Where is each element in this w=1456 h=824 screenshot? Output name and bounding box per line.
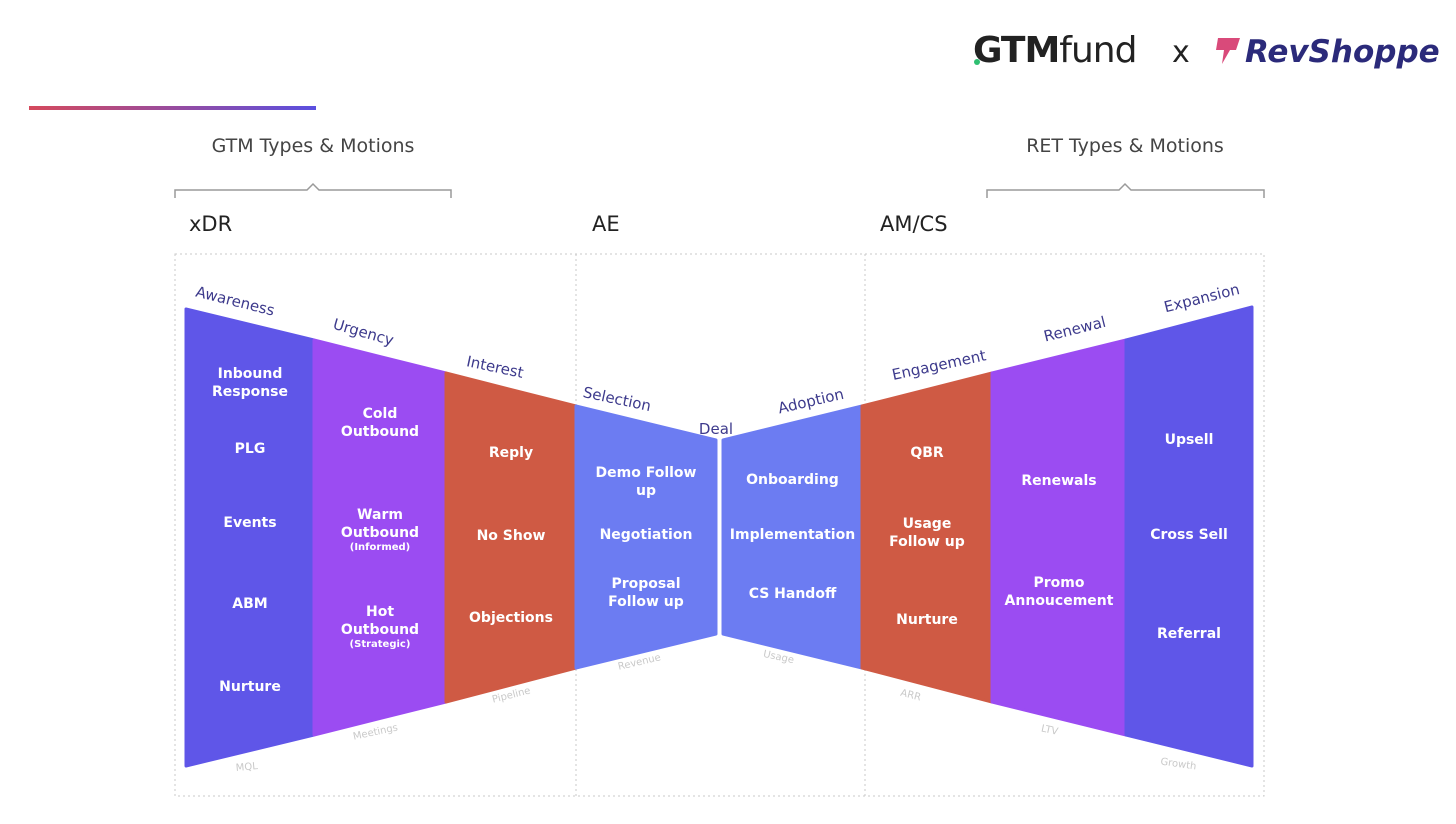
segment-item: Onboarding [746, 472, 839, 488]
stage-label-interest: Interest [465, 352, 525, 382]
stage-label-urgency: Urgency [331, 315, 396, 349]
revshoppe-bolt-icon [1216, 38, 1240, 64]
segment-item: PLG [235, 441, 266, 457]
segment-item: Implementation [730, 527, 855, 543]
segment-item: No Show [477, 528, 546, 544]
segment-item: Cross Sell [1150, 527, 1228, 543]
brand-revshoppe: RevShoppe [1245, 34, 1440, 70]
role-xdr: xDR [189, 212, 232, 236]
ret-brace [986, 182, 1265, 198]
gtm-types-header: GTM Types & Motions [212, 135, 415, 157]
segment-item: Events [223, 515, 276, 531]
bottom-label-meetings: Meetings [352, 722, 399, 742]
bottom-label-growth: Growth [1160, 757, 1197, 773]
segment-item: CS Handoff [749, 586, 837, 602]
brand-separator: x [1172, 35, 1190, 70]
brand-gtmfund: GTMfund [973, 30, 1136, 71]
gtmfund-dot-icon [974, 59, 980, 65]
segment-item: Nurture [896, 612, 958, 628]
bottom-label-ltv: LTV [1040, 723, 1059, 737]
accent-line [29, 106, 316, 110]
segment-item: QBR [910, 445, 944, 461]
segment-item: Upsell [1165, 432, 1214, 448]
stage-label-renewal: Renewal [1042, 313, 1108, 346]
bottom-label-mql: MQL [235, 761, 258, 774]
ret-types-header: RET Types & Motions [1026, 135, 1224, 157]
segment-item: Referral [1157, 626, 1221, 642]
segment-shape [990, 338, 1128, 737]
segment-item: Nurture [219, 679, 281, 695]
segment-item: ABM [232, 596, 267, 612]
segment-item: Renewals [1021, 473, 1096, 489]
brand-header: GTMfund x RevShoppe [973, 30, 1440, 71]
bottom-label-arr: ARR [899, 688, 922, 704]
gtm-brace [174, 182, 452, 198]
role-amcs: AM/CS [880, 212, 948, 236]
center-label-deal: Deal [699, 420, 733, 438]
segment-item: Negotiation [600, 527, 693, 543]
segment-item: Objections [469, 610, 553, 626]
stage-label-expansion: Expansion [1162, 280, 1241, 316]
segment-shape [574, 404, 718, 670]
role-ae: AE [592, 212, 620, 236]
segment-shape [1124, 305, 1254, 768]
segment-item: Reply [489, 445, 533, 461]
